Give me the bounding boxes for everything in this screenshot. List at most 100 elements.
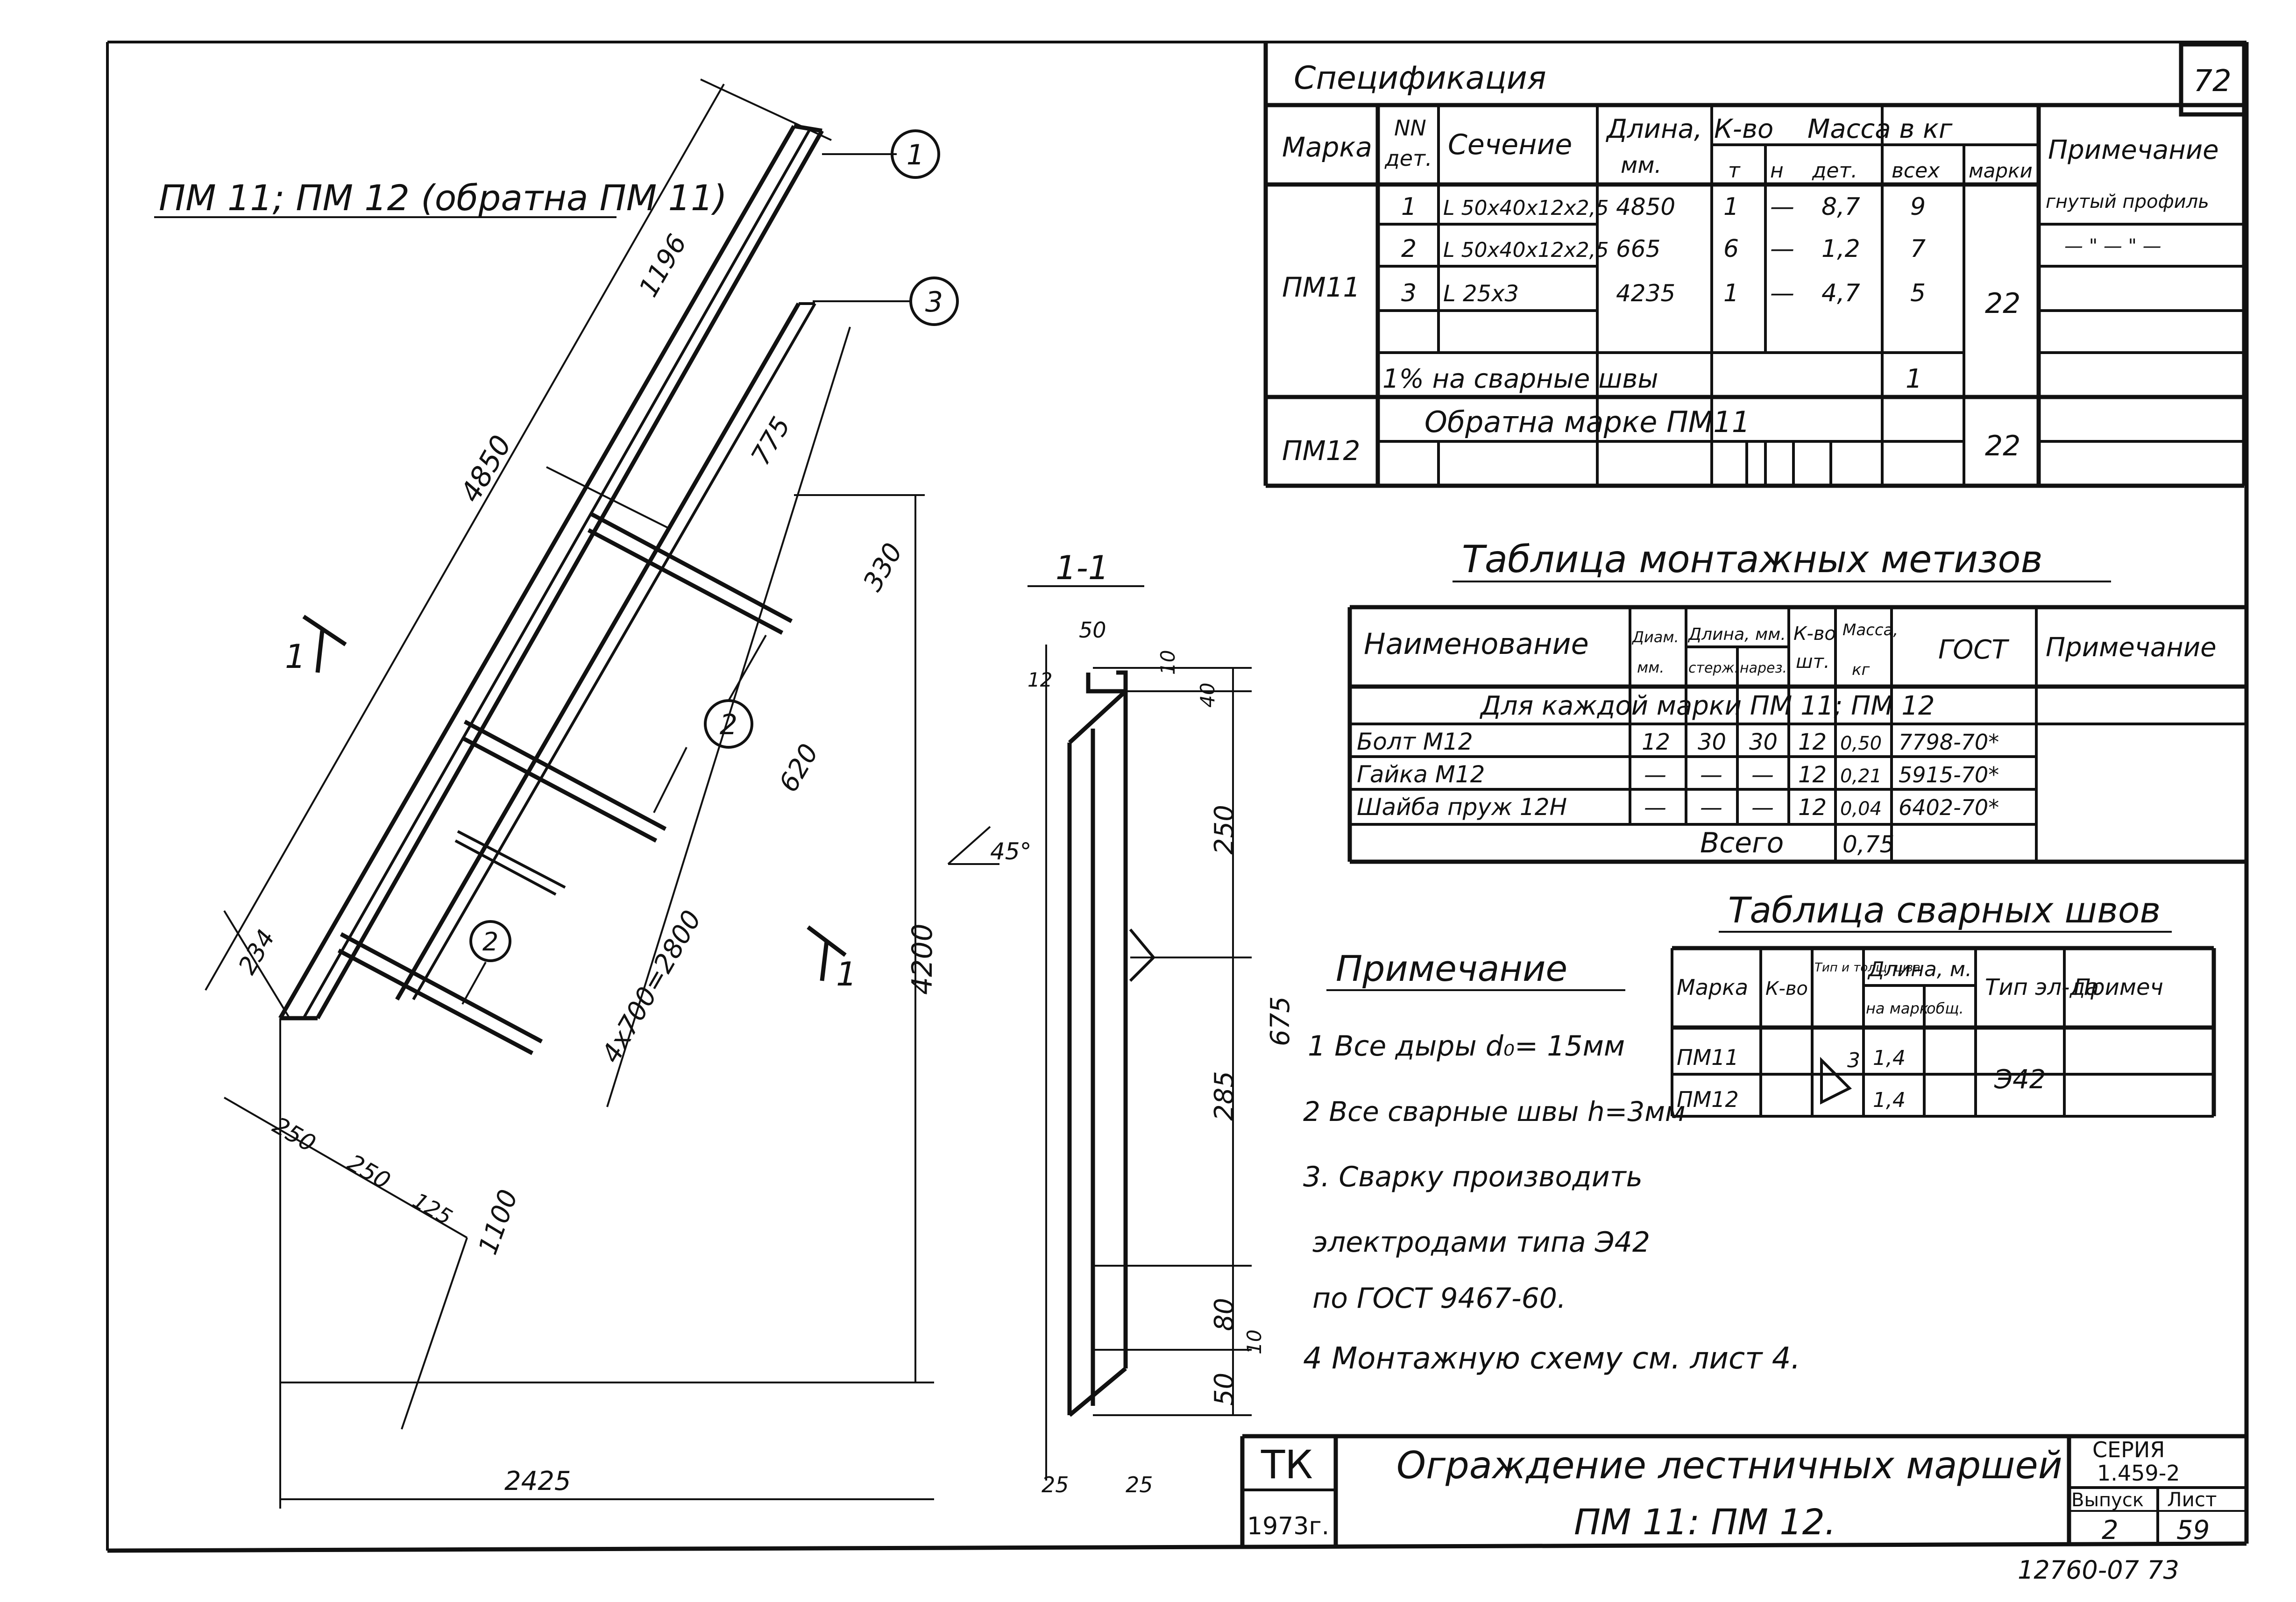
label-spec-rows-0-len: 4850 (1616, 193, 1675, 220)
label-spec-headers-kvo: К-во (1714, 114, 1773, 144)
label-spec-pm12_text: Обратна марке ПМ11 (1424, 405, 1750, 439)
label-spec-headers-prim: Примечание (2048, 135, 2219, 165)
label-fasteners-rows-0-ln: 30 (1749, 729, 1778, 755)
dim-2425: 2425 (504, 1466, 571, 1496)
label-spec-rows-2-h: — (1770, 279, 1794, 307)
label-welds-headers-obsh: общ. (1927, 999, 1964, 1017)
label-spec-headers-sechenie: Сечение (1448, 128, 1572, 161)
label-fasteners-rows-1-q: 12 (1798, 762, 1827, 788)
label-fasteners-headers-gost: ГОСТ (1938, 635, 2009, 665)
label-welds-headers-kvo: К-во (1765, 978, 1808, 999)
dim-4x700: 4x700=2800 (596, 905, 708, 1068)
tb-title-2: ПМ 11: ПМ 12. (1574, 1501, 1836, 1543)
label-fasteners-rows-0-d: 12 (1642, 729, 1670, 755)
dim-234: 234 (233, 925, 281, 979)
weld-symbol-icon (1820, 1056, 1852, 1105)
callout-2a: 2 (653, 635, 767, 813)
label-fasteners-rows-1-ln: — (1751, 762, 1774, 788)
section-mark-bottom: 1 (807, 925, 857, 993)
label-fasteners-headers-name: Наименование (1364, 627, 1589, 661)
label-fasteners-total_label: Всего (1700, 827, 1784, 859)
label-spec-rows-0-t: 1 (1723, 193, 1739, 221)
dim-250b: 250 (343, 1149, 395, 1195)
label-fasteners-rows-2-ls: — (1700, 794, 1722, 821)
label-spec-rows-2-len: 4235 (1616, 280, 1675, 307)
label-spec-headers-det: дет. (1384, 146, 1432, 171)
label-fasteners-rows-1-ls: — (1700, 762, 1722, 788)
label-fasteners-rows-2-name: Шайба пруж 12Н (1357, 794, 1567, 821)
specification-table: Спецификация Марка NN дет. Сечени (1263, 42, 2246, 488)
label-drawing-callouts-1: 3 (925, 286, 943, 319)
welds-table: Таблица сварных швов Марка К-во Тип и то… (1671, 889, 2216, 1118)
label-fasteners-rows-0-g: 7798-70* (1899, 730, 1999, 755)
label-drawing-dims-s40: 40 (1196, 683, 1219, 708)
label-spec-rows-2-det: 4,7 (1821, 279, 1860, 307)
label-notes-items-2: 3. Сварку производить (1303, 1161, 1643, 1193)
label-spec-rows-1-len: 665 (1616, 235, 1660, 262)
label-fasteners-rows-1-m: 0,21 (1840, 766, 1882, 787)
label-spec-rows-0-all: 9 (1910, 193, 1926, 221)
label-welds-rows-1-len: 1,4 (1873, 1088, 1906, 1112)
label-drawing-section_marks-1: 1 (836, 955, 857, 993)
label-title_block-list_value: 59 (2176, 1515, 2210, 1545)
label-spec-headers-mm: мм. (1621, 152, 1662, 178)
label-drawing-dims-s10b: 10 (1243, 1330, 1266, 1354)
label-fasteners-rows-1-d: — (1644, 762, 1666, 788)
label-fasteners-rows-2-ln: — (1751, 794, 1774, 821)
label-spec-rows-0-h: — (1770, 193, 1794, 221)
tb-org: ТК (1261, 1442, 1313, 1488)
label-drawing-dims-s10: 10 (1156, 650, 1179, 675)
dim-125: 125 (409, 1188, 457, 1230)
label-fasteners-rows-0-q: 12 (1798, 729, 1827, 755)
label-spec-rows-0-sec: L 50x40x12x2,5 (1443, 196, 1609, 220)
title-block: ТК 1973г. Ограждение лестничных маршей П… (1240, 1434, 2246, 1548)
dim-1196: 1196 (633, 229, 693, 302)
notes-title: Примечание (1336, 948, 1567, 989)
label-drawing-dims-s50b: 50 (1209, 1373, 1240, 1406)
label-fasteners-rows-0-name: Болт М12 (1357, 728, 1473, 755)
label-spec-headers-markim: марки (1969, 159, 2033, 182)
label-fasteners-headers-kg: кг (1852, 660, 1871, 679)
label-title_block-vypusk_label: Выпуск (2071, 1489, 2144, 1511)
label-fasteners-rows-1-g: 5915-70* (1899, 762, 1999, 787)
label-fasteners-headers-diam_unit: мм. (1637, 659, 1664, 676)
label-fasteners-rows-0-ls: 30 (1698, 729, 1726, 755)
sheet-number: 72 (2193, 64, 2231, 99)
stamp-number: 12760-07 73 (2018, 1555, 2179, 1585)
label-drawing-dims-s12: 12 (1028, 668, 1052, 691)
label-fasteners-headers-len: Длина, мм. (1687, 625, 1786, 644)
label-spec-headers-detm: дет. (1812, 159, 1857, 183)
callout-2b: 2 (461, 920, 511, 1005)
section-title: 1-1 (1056, 549, 1109, 587)
label-spec-pm11_total: 22 (1985, 287, 2020, 320)
notes: Примечание 1 Все дыры d₀= 15мм 2 Все сва… (1303, 948, 1800, 1376)
label-fasteners-headers-note: Примечание (2046, 632, 2217, 663)
dim-4200: 4200 (906, 923, 939, 995)
label-spec-pm12_total: 22 (1985, 430, 2020, 462)
label-drawing-dims-s25a: 25 (1042, 1472, 1069, 1497)
label-fasteners-rows-0-m: 0,50 (1840, 733, 1882, 754)
label-spec-headers-nn: NN (1394, 115, 1426, 141)
label-fasteners-rows-2-d: — (1644, 794, 1666, 821)
drawing-title: ПМ 11; ПМ 12 (обратна ПМ 11) (159, 177, 727, 219)
label-spec-rows-1-all: 7 (1910, 235, 1926, 263)
spec-pm12-mark: ПМ12 (1282, 435, 1360, 467)
label-welds-seam_type: 3 (1847, 1049, 1860, 1072)
tb-year: 1973г. (1247, 1512, 1329, 1540)
label-drawing-dims-s285: 285 (1209, 1071, 1240, 1121)
tb-title-1: Ограждение лестничных маршей (1396, 1444, 2062, 1487)
posts (337, 512, 793, 1055)
dim-775: 775 (745, 412, 797, 470)
label-spec-weld_pct_value: 1 (1906, 364, 1922, 394)
label-welds-rows-1-mark: ПМ12 (1677, 1087, 1739, 1112)
dim-1100: 1100 (473, 1186, 524, 1259)
label-spec-rows-0-det: 8,7 (1821, 193, 1860, 221)
label-spec-rows-1-n: 2 (1401, 235, 1417, 263)
label-drawing-callouts-3: 2 (482, 927, 498, 957)
label-drawing-section_marks-0: 1 (285, 638, 306, 676)
label-welds-headers-tip_el: Тип эл-да (1985, 974, 2099, 1000)
dimension-lines (205, 78, 934, 1509)
label-welds-headers-na_mark: на марк (1866, 999, 1929, 1017)
label-fasteners-headers-nar: нарез. (1740, 660, 1787, 676)
